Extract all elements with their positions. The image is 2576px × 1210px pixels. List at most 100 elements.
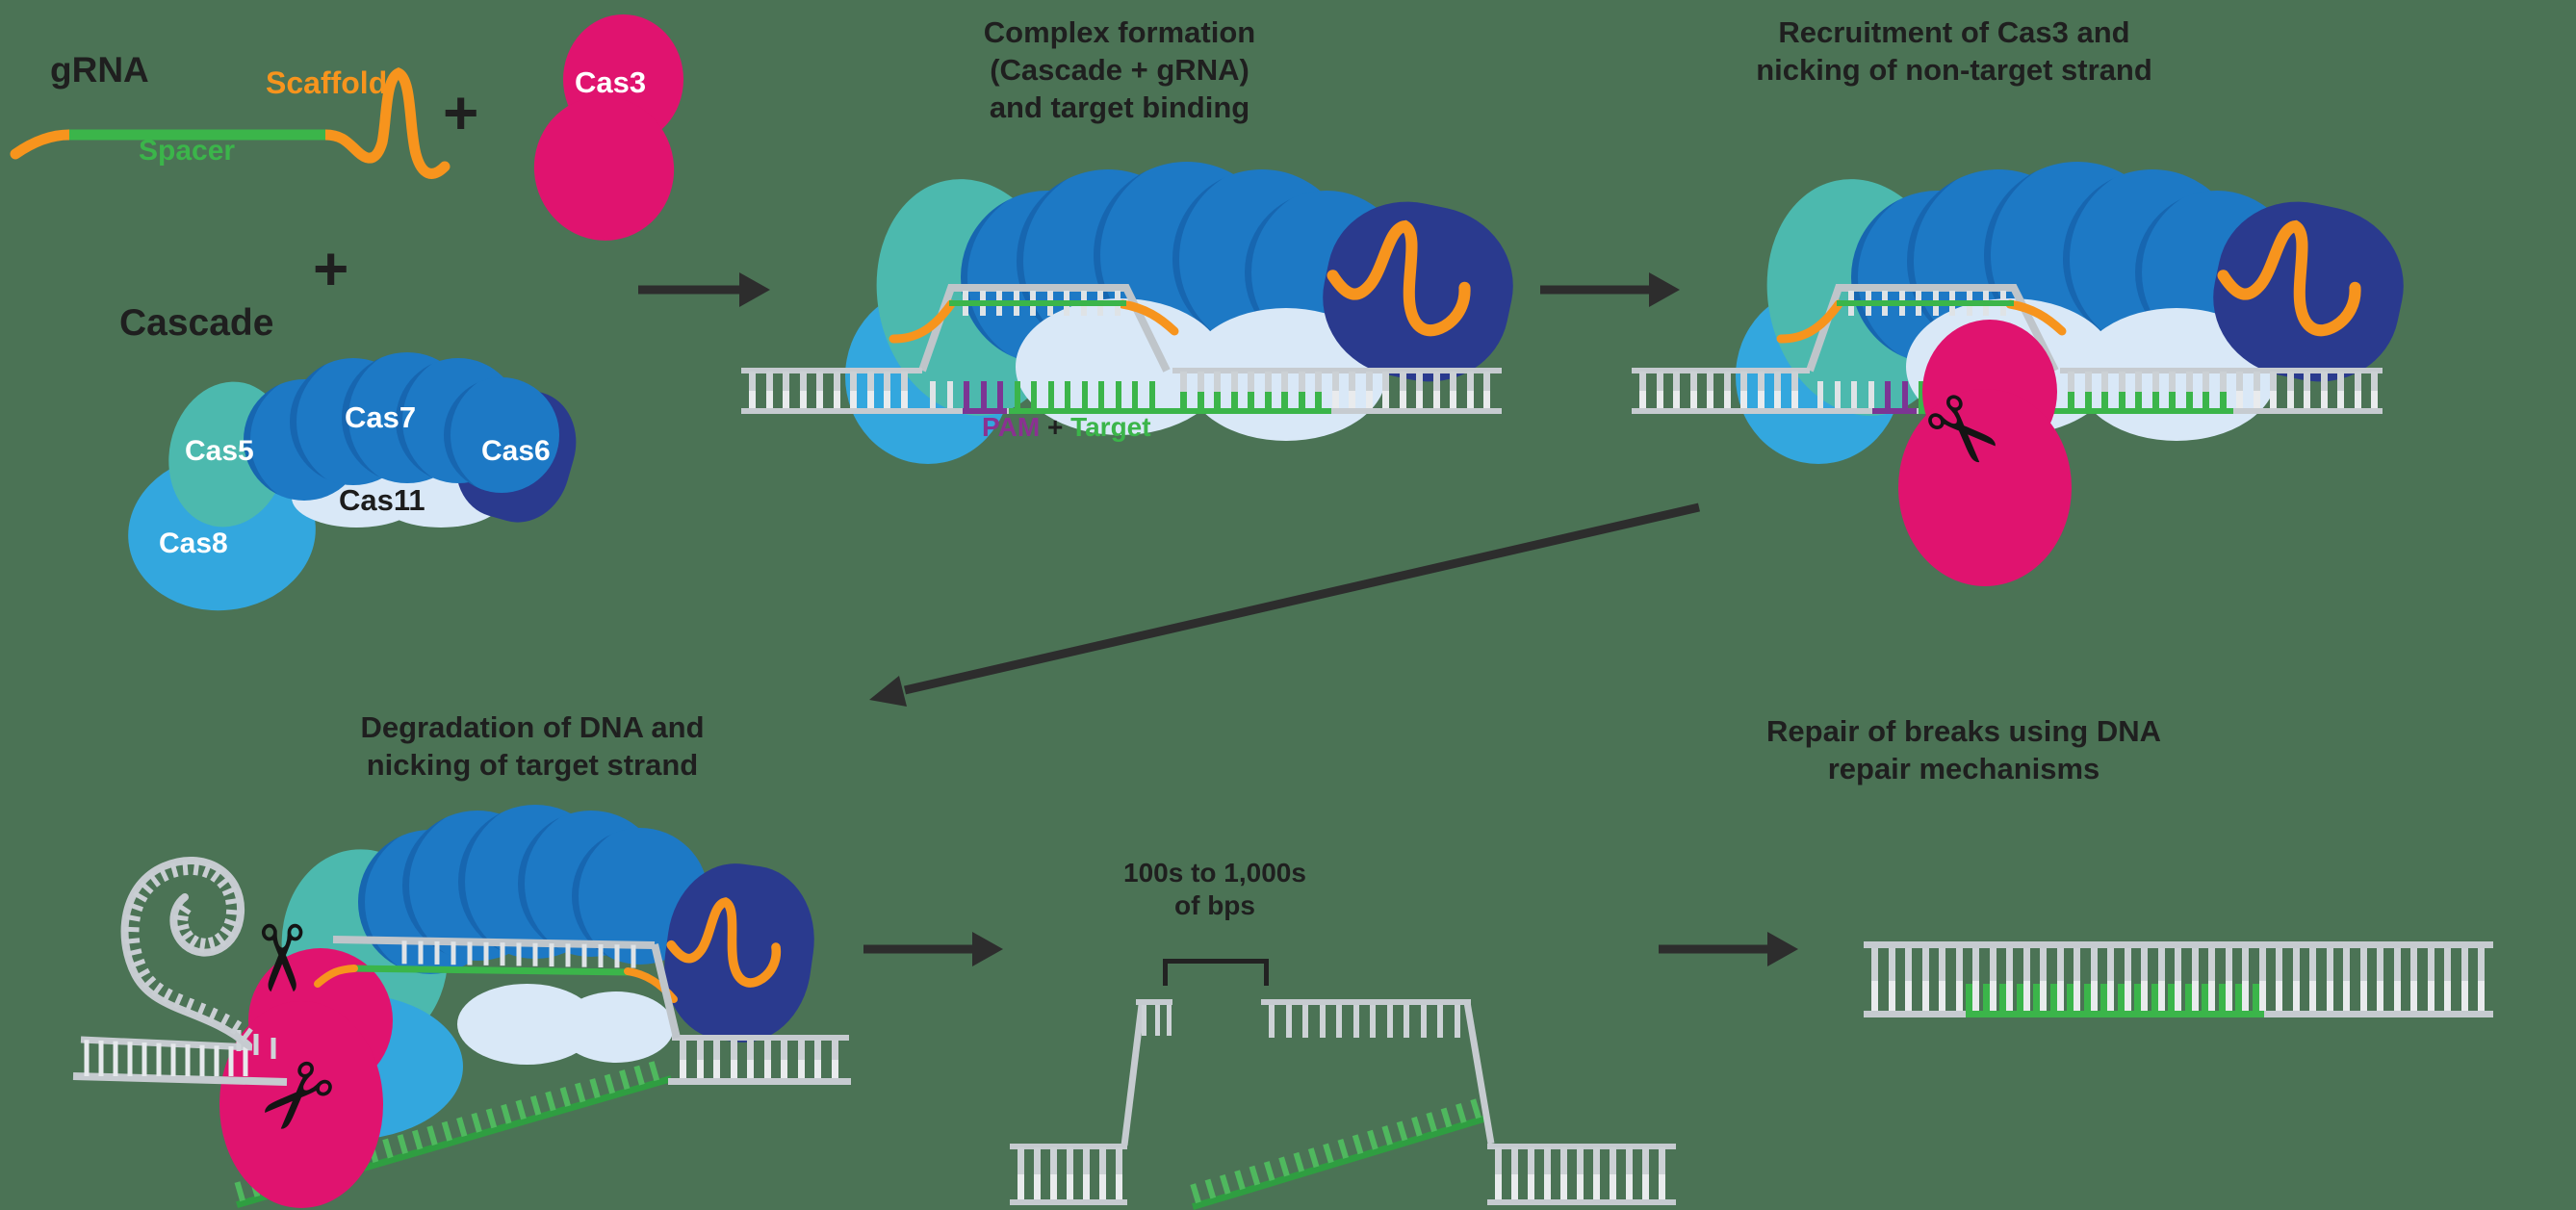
dna-rung [2169,372,2176,408]
dna-rung [1972,948,1979,1011]
flow-arrow-head [869,676,907,707]
ssdna-fray-tick [198,938,206,953]
dna-rung [814,1040,821,1078]
dna-rung [1034,1147,1041,1199]
dna-tick [1336,1005,1342,1038]
dna-rung [2276,948,2282,1011]
dna-repaired-tick [2134,984,2141,1011]
dna-rung [1180,372,1187,408]
dna-bottom-rail [1487,1199,1676,1205]
grna-scaffold-squiggle [2217,219,2361,337]
target-label: Target [1070,412,1151,442]
dna-rung [2091,948,2098,1011]
step-title-repair: Repair of breaks using DNA repair mechan… [1723,712,2204,787]
dna-rung [1544,1147,1551,1199]
ssdna-fray-tick [124,926,140,933]
dna-repaired-tick [2050,984,2057,1011]
ssdna-fray-tick [158,866,169,883]
dna-rung [749,372,756,408]
dna-rung [1758,372,1765,408]
ssdna-fray-tick [182,861,189,876]
ssdna-fray-tick [207,937,217,952]
title-line: Complex formation [983,15,1256,49]
dna-rung [2107,948,2114,1011]
ssdna-fray-tick [124,938,141,944]
dna-rung [1116,1147,1122,1199]
dna-rung [781,1040,787,1078]
grna-scaffold-squiggle-path [2217,219,2361,337]
dna-rung [901,372,908,408]
dna-rung [1299,372,1305,408]
dna-tick [1098,381,1104,408]
dna-rung [2321,372,2328,408]
dna-tick [1387,1005,1393,1038]
dna-repaired-tick [2100,984,2107,1011]
scissors-icon: ✂ [228,919,331,997]
flow-arrow-head [972,932,1003,966]
ssdna-fray-tick [126,948,142,957]
dna-rung [1657,372,1663,408]
dna-repaired-tick [2118,984,2125,1011]
dna-target-rail [1919,408,2233,414]
grna-spacer-line [949,300,1126,306]
ssdna-fray-tick [178,930,193,942]
flow-arrow [903,502,1701,695]
dna-rung [2119,372,2125,408]
dna-rung [2270,372,2277,408]
ssdna-fray-tick [225,909,242,915]
cas6-subunit [1308,186,1528,398]
dna-tick [1868,381,1874,408]
plus-icon: + [443,78,479,147]
cas3-label: Cas3 [575,65,647,99]
dna-tick [1437,1005,1443,1038]
cas7-label: Cas7 [345,400,417,434]
dna-rung [2158,948,2165,1011]
title-line: repair mechanisms [1827,752,2100,785]
dna-displaced-strand [918,284,1171,373]
dna-rung [1083,1147,1090,1199]
dna-tick [1116,381,1121,408]
dna-pam-rail [963,408,1007,414]
grna-scaffold-squiggle-path [1327,219,1471,337]
spacer-label: Spacer [139,135,236,167]
dna-repaired-tick [2219,984,2226,1011]
dna-rung [2254,372,2260,408]
ssdna-fray-tick [201,862,212,879]
ssdna-fray-tick [240,1027,253,1043]
dna-rung [1511,1147,1518,1199]
dna-rung [2371,372,2378,408]
dna-rung [1382,372,1389,408]
dna-repaired-tick [2185,984,2192,1011]
dna-single-strand [1463,1001,1495,1145]
dna-rung [1433,372,1440,408]
dna-tick [1155,1005,1160,1036]
dna-top-rail [1864,941,2493,948]
plus-icon: + [313,234,349,303]
cas6-subunit [2199,186,2418,398]
dna-rung [1495,1147,1502,1199]
dna-rung [1659,1147,1665,1199]
dna-rung [2377,948,2383,1011]
ssdna-fray-tick [187,935,199,950]
ssdna-fray-tick [229,1019,243,1035]
dna-tick [1132,381,1138,408]
dna-rung [834,372,840,408]
dna-tick [930,381,936,408]
dna-rung [1467,372,1474,408]
dna-top-rail [1632,368,1810,373]
dna-tick [1817,381,1823,408]
dna-rung [2135,372,2142,408]
ssdna-fray-tick [217,875,232,889]
dna-tick [1142,1005,1146,1036]
grna-spacer-line [351,965,631,976]
ssdna-fray-tick [139,881,154,894]
dna-rung [2074,948,2080,1011]
ssdna-fray-tick [184,997,195,1014]
dna-rung [2023,948,2030,1011]
grna-scaffold-squiggle [666,897,782,988]
dna-rung [1707,372,1713,408]
dna-rung [2006,948,2013,1011]
dna-rung [1248,372,1254,408]
dna-rung [1610,1147,1616,1199]
ssdna-fray-tick [210,867,223,883]
